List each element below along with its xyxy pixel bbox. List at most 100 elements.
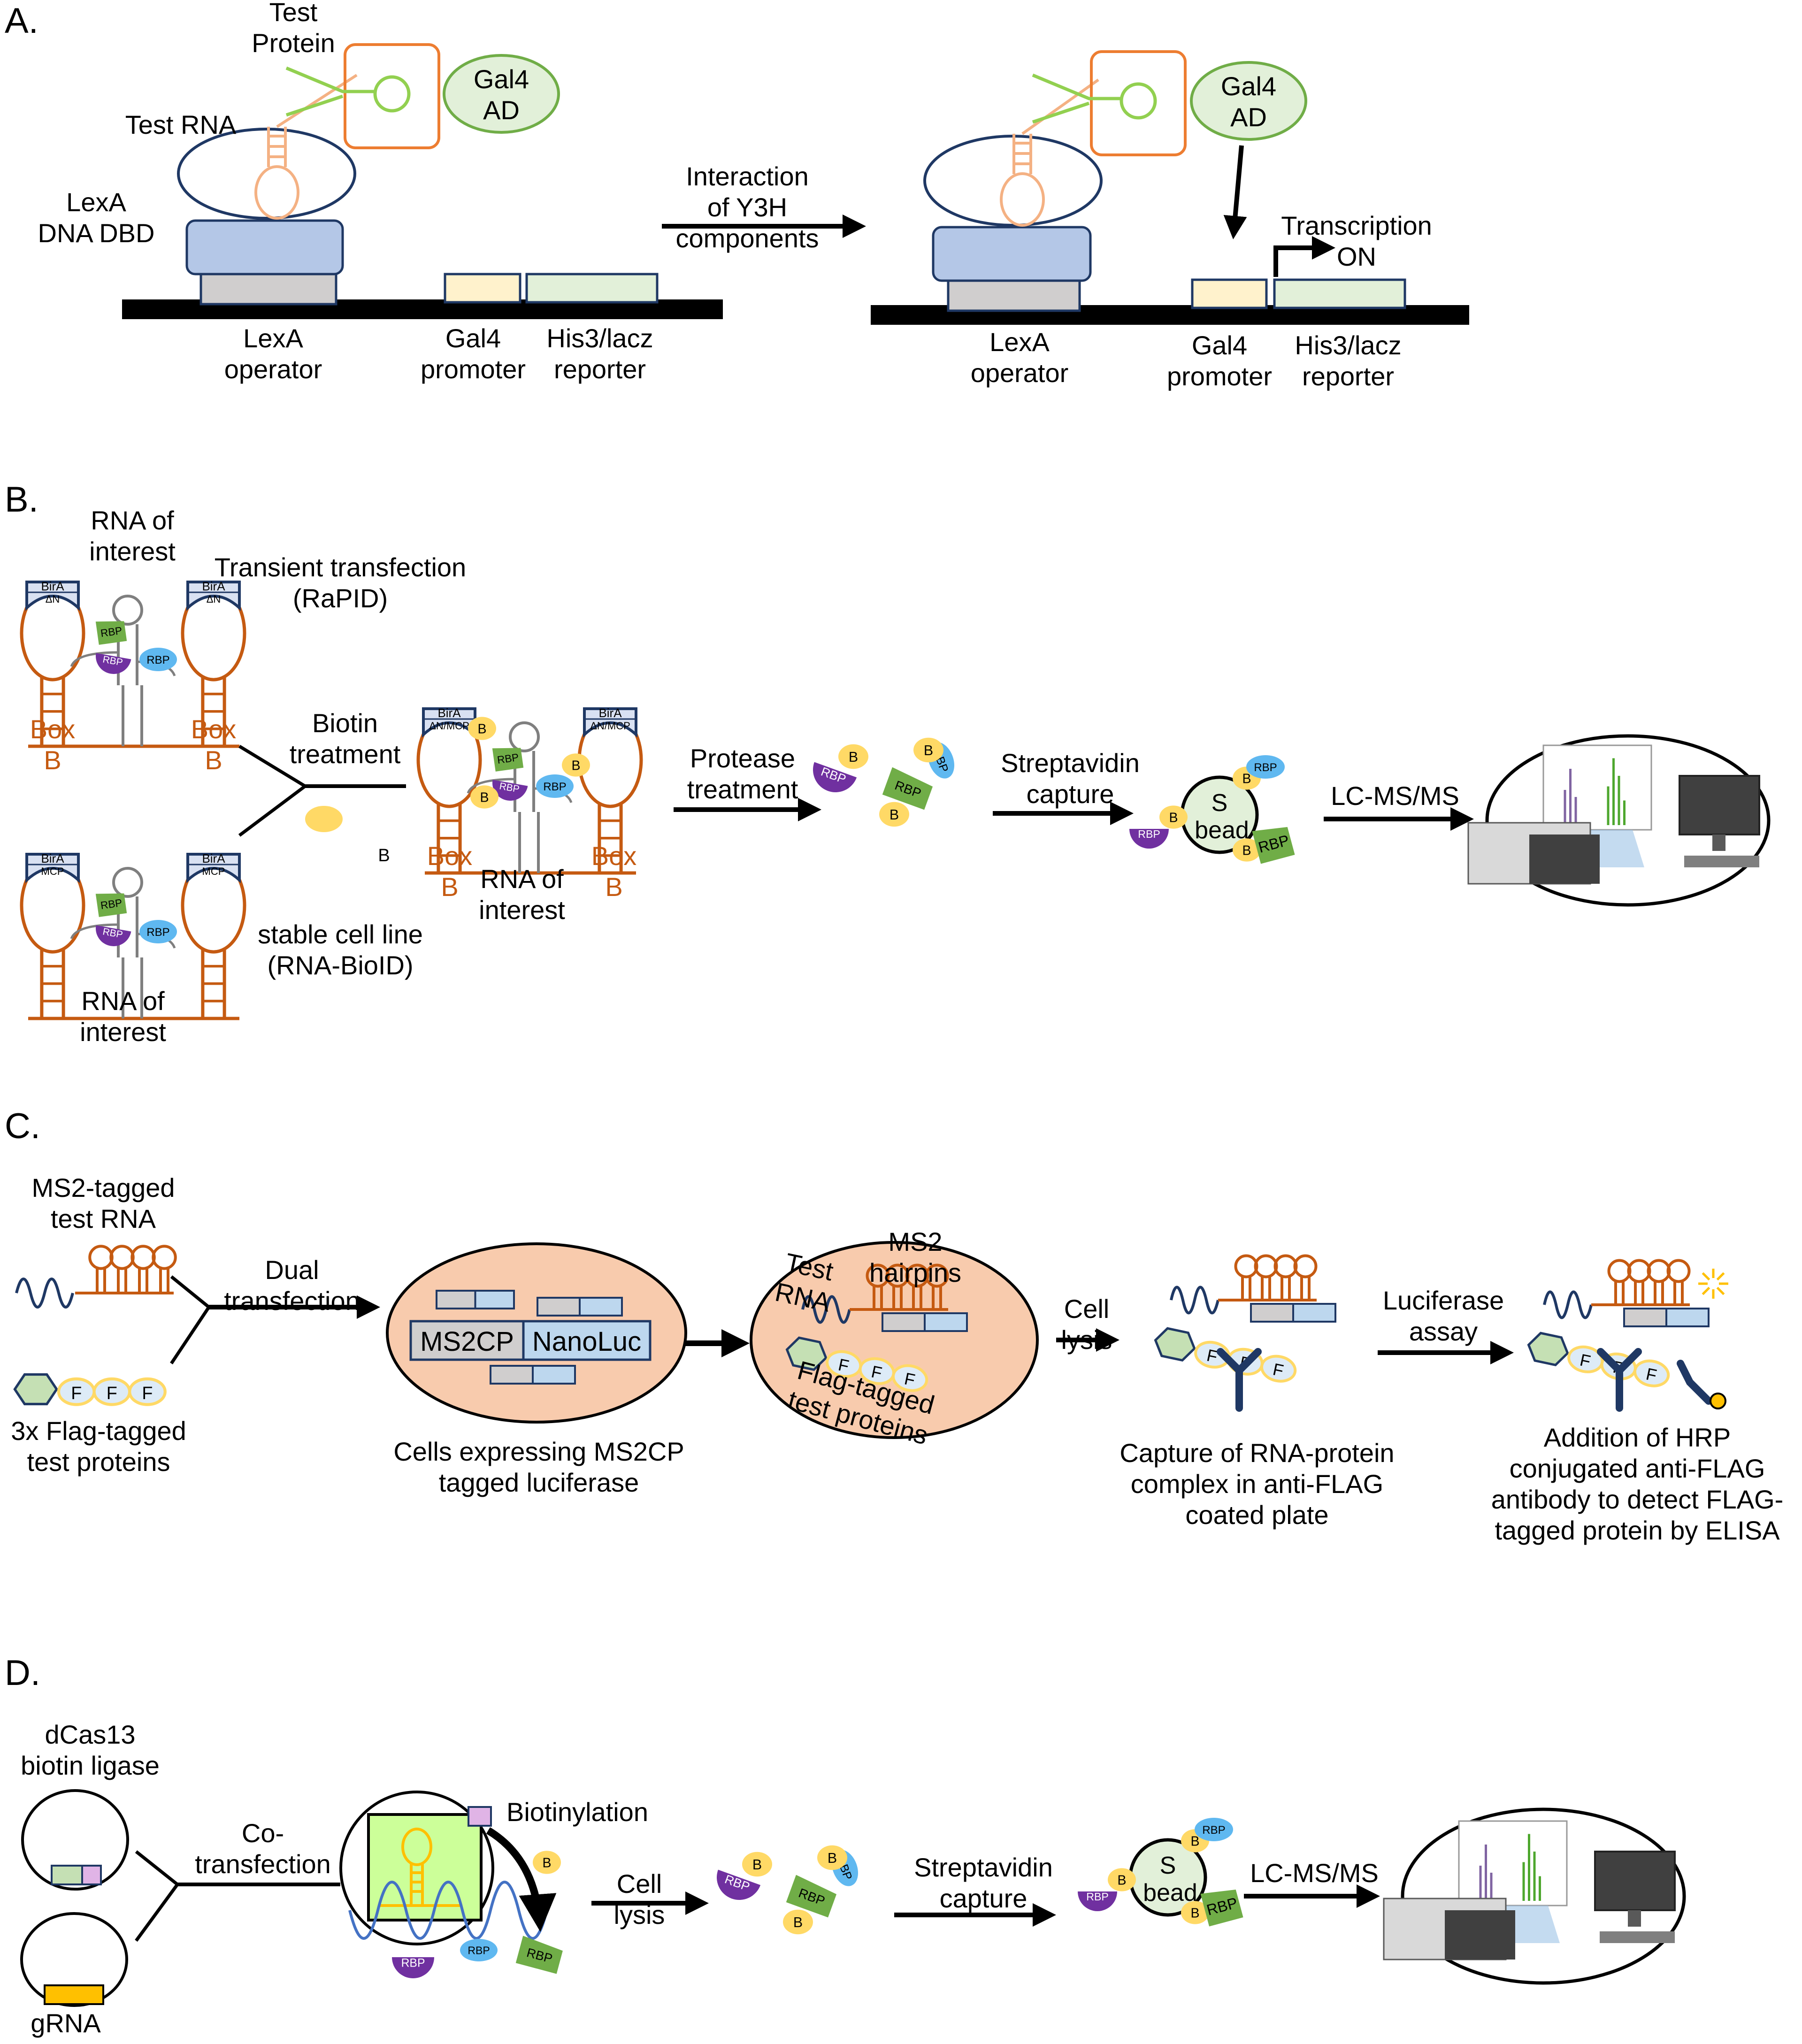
test-protein-binder (285, 66, 411, 117)
luminescence-ray (1716, 1272, 1725, 1281)
biotin-icon (470, 785, 498, 809)
instrument-body (1445, 1910, 1515, 1960)
monitor-icon (1594, 1851, 1676, 1911)
gal4-ad-oval-after (1190, 61, 1307, 141)
test-protein-hexagon (1527, 1332, 1569, 1367)
rbp-text: RBP (468, 1944, 490, 1957)
gal4-promoter-box (444, 273, 521, 304)
rbp-text: RBP (146, 654, 169, 666)
flag-letter: F (71, 1384, 82, 1403)
nanoluc-block (1665, 1308, 1710, 1327)
rbp-icon: RBP (786, 1875, 837, 1918)
nanoluc-text: NanoLuc (532, 1326, 641, 1357)
biotin-symbol: B (378, 846, 390, 865)
biotin-letter: B (1190, 1834, 1199, 1849)
rbp-icon: RBP (95, 621, 127, 645)
grna-plasmid (20, 1912, 128, 2007)
hrp-antibody (1677, 1360, 1712, 1405)
rbp-icon: RBP (96, 653, 131, 674)
biotin-icon (742, 1852, 772, 1877)
guide-rna-hairpin (380, 1828, 460, 1907)
bead-text: S (1212, 789, 1228, 817)
rbp-text: RBP (1138, 828, 1160, 840)
merge-lines-c (170, 1275, 211, 1364)
biotin-droplet (305, 806, 343, 832)
bira-text: MCP (41, 865, 64, 877)
anti-flag-antibody (1217, 1348, 1262, 1412)
luminescence-ray (1702, 1286, 1710, 1295)
anti-flag-antibody (1597, 1348, 1642, 1412)
ms2cp-block (1623, 1308, 1667, 1327)
reporter-box-after (1273, 278, 1406, 309)
bira-text: ΔN/MCP (590, 720, 630, 732)
test-protein-box (344, 43, 440, 149)
test-protein-hexagon (13, 1373, 58, 1406)
nanoluc-block (924, 1312, 968, 1332)
rbp-text: RBP (1202, 1824, 1225, 1837)
lexa-operator-box (199, 271, 337, 306)
bira-text: ΔN (46, 593, 60, 605)
biotin-letter: B (889, 807, 899, 823)
biotin-ligase-square (468, 1806, 492, 1827)
gal4-ad-oval (443, 54, 560, 134)
lcms-label-b: LC-MS/MS (1331, 781, 1459, 811)
y3h-after (871, 50, 1469, 325)
test-protein-box-after (1090, 50, 1187, 156)
flag-letter: F (107, 1384, 117, 1403)
flag-letter: F (142, 1384, 153, 1403)
ms2cp-block (1250, 1303, 1294, 1323)
nanoluc-block (532, 1365, 576, 1385)
biotin-icon (838, 744, 868, 769)
biotin-letter: B (752, 1857, 762, 1873)
monitor-stand (1628, 1910, 1641, 1927)
biotin-letter: B (793, 1914, 803, 1930)
biotin-letter: B (1242, 843, 1251, 858)
nanoluc-block (474, 1290, 515, 1309)
monitor-icon (1679, 775, 1760, 835)
ms2cp-block (537, 1297, 581, 1317)
dcas13-plasmid (21, 1789, 129, 1891)
biotin-icon (817, 1845, 847, 1870)
lexa-operator-box-after (947, 277, 1081, 312)
test-rna-hairpin-after (1000, 78, 1099, 227)
y3h-before (122, 43, 723, 319)
biotin-icon (468, 717, 496, 740)
biotin-letter: B (477, 722, 486, 737)
ms2-tagged-rna (15, 1245, 177, 1309)
monitor-stand (1712, 834, 1725, 851)
gal4-promoter-box-after (1191, 278, 1268, 309)
rbp-icon: RBP (96, 925, 131, 946)
rbp-icon: RBP (1078, 1891, 1117, 1911)
panel-d-label: D. (5, 1653, 40, 1693)
bead-text: bead (1143, 1879, 1197, 1906)
reporter-box (525, 273, 659, 304)
mass-spec-d (1383, 1807, 1686, 1985)
nanoluc-block (1292, 1303, 1336, 1323)
